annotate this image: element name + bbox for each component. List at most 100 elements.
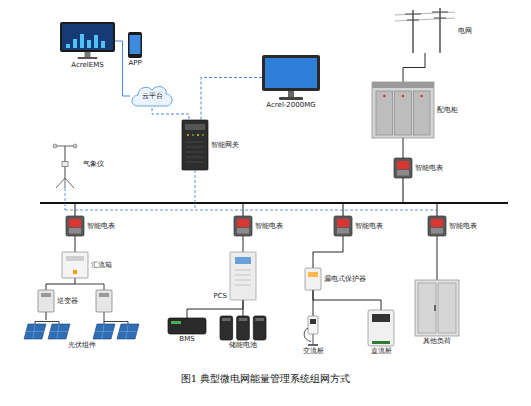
weather-station: 气象仪: [50, 140, 80, 188]
pcs-cabinet: PCS: [230, 252, 256, 300]
pcs-cabinet-outline: [230, 252, 256, 300]
node-label: 光伏组件: [68, 341, 96, 349]
node-label: 配电柜: [437, 106, 458, 114]
load-cabinet: 其他负荷: [415, 280, 459, 336]
node-label: 智能电表: [255, 222, 283, 230]
node-label: 储能电池: [229, 341, 257, 349]
connector: [243, 236, 244, 252]
power-bus: [40, 202, 508, 204]
computer-icon: Acrel-2000MG: [262, 55, 320, 100]
node-label: Acrel-2000MG: [266, 101, 315, 109]
node-label: 汇流箱: [91, 261, 112, 269]
connector-layer: [46, 41, 437, 320]
battery-pack-outline: [220, 316, 266, 340]
combiner-drawing: [62, 252, 88, 278]
node-label: 智能电表: [415, 164, 443, 172]
pv-array-outline: [22, 320, 142, 340]
connector: [201, 78, 262, 121]
gateway-device-outline: [182, 120, 208, 170]
smart-meter-outline: [234, 216, 252, 236]
computer-icon-outline: [262, 55, 320, 100]
weather-drawing: [53, 144, 77, 188]
bms-drawing: [168, 318, 206, 334]
pc-drawing: [262, 55, 320, 100]
node-label: 其他负荷: [423, 337, 451, 345]
connector: [243, 300, 244, 316]
connector: [313, 236, 343, 268]
bus-drop: [343, 203, 344, 216]
dc-charger: 直流桩: [368, 310, 394, 346]
protector-drawing: [305, 268, 321, 290]
leakage-protector: 漏电式保护器: [305, 268, 321, 290]
meter-drawing: [428, 216, 446, 236]
connector: [152, 108, 189, 120]
dcpile-drawing: [368, 310, 394, 346]
node-label: 智能网关: [211, 141, 239, 149]
loads-drawing: [415, 280, 459, 336]
leakage-protector-outline: [305, 268, 321, 290]
cloud-drawing: [132, 87, 172, 106]
smart-meter-outline: [394, 158, 412, 178]
distribution-cabinet-outline: [372, 82, 434, 138]
bms-unit-outline: [168, 318, 206, 334]
smart-meter-outline: [334, 216, 352, 236]
dc-charger-outline: [368, 310, 394, 346]
bms-unit: BMS: [168, 318, 206, 334]
comm-line: [195, 170, 196, 210]
connector: [313, 290, 381, 310]
inverter-drawing: [38, 290, 54, 312]
node-label: 电网: [458, 26, 472, 34]
ac-charger-outline: [303, 316, 323, 346]
branch-wire: [104, 312, 105, 322]
gateway-device: 智能网关: [182, 120, 208, 170]
node-label: BMS: [179, 335, 194, 343]
battery-drawing: [220, 316, 266, 340]
cloud-shape: 云平台: [130, 84, 174, 108]
figure-caption: 图1 典型微电网能量管理系统组网方式: [0, 372, 531, 386]
weather-station-outline: [50, 140, 80, 188]
node-label: 智能电表: [355, 222, 383, 230]
smart-meter: 智能电表: [66, 216, 84, 236]
smart-meter-outline: [428, 216, 446, 236]
combiner-box-outline: [62, 252, 88, 278]
connector: [46, 312, 47, 320]
monitor-icon: AcrelEMS: [60, 22, 115, 60]
node-label: 气象仪: [83, 160, 104, 168]
smart-meter: 智能电表: [234, 216, 252, 236]
combiner-box: 汇流箱: [62, 252, 88, 278]
gateway-drawing: [182, 120, 208, 170]
node-label: AcrelEMS: [71, 61, 103, 69]
load-cabinet-outline: [415, 280, 459, 336]
smart-meter: 智能电表: [394, 158, 412, 178]
inverter-panel: [99, 293, 109, 297]
branch-wire: [75, 284, 104, 290]
phone-drawing: [128, 32, 142, 58]
node-label: 智能电表: [449, 222, 477, 230]
meter-drawing: [394, 158, 412, 178]
smart-meter: 智能电表: [428, 216, 446, 236]
bus-drop: [243, 203, 244, 216]
phone-icon: APP: [128, 32, 142, 58]
monitor-drawing: [60, 22, 115, 59]
pcs-drawing: [230, 252, 256, 300]
smart-meter-outline: [66, 216, 84, 236]
meter-drawing: [234, 216, 252, 236]
connector: [115, 41, 130, 96]
monitor-icon-outline: [60, 22, 115, 60]
phone-icon-outline: [128, 32, 142, 58]
battery-pack: 储能电池: [220, 316, 266, 340]
inverter-symbol: [96, 290, 112, 312]
connector: [46, 278, 75, 290]
inverter-symbol-outline: [38, 290, 54, 312]
node-label: PCS: [213, 292, 227, 300]
bus-drop: [75, 203, 76, 216]
distribution-cabinet: 配电柜: [372, 82, 434, 138]
connector: [403, 138, 404, 158]
node-label: 交流桩: [303, 347, 324, 355]
meter-drawing: [66, 216, 84, 236]
pv-array: 光伏组件: [22, 320, 142, 340]
grid-pole: 电网: [395, 8, 455, 53]
connector: [187, 300, 243, 318]
node-label: APP: [128, 59, 141, 67]
